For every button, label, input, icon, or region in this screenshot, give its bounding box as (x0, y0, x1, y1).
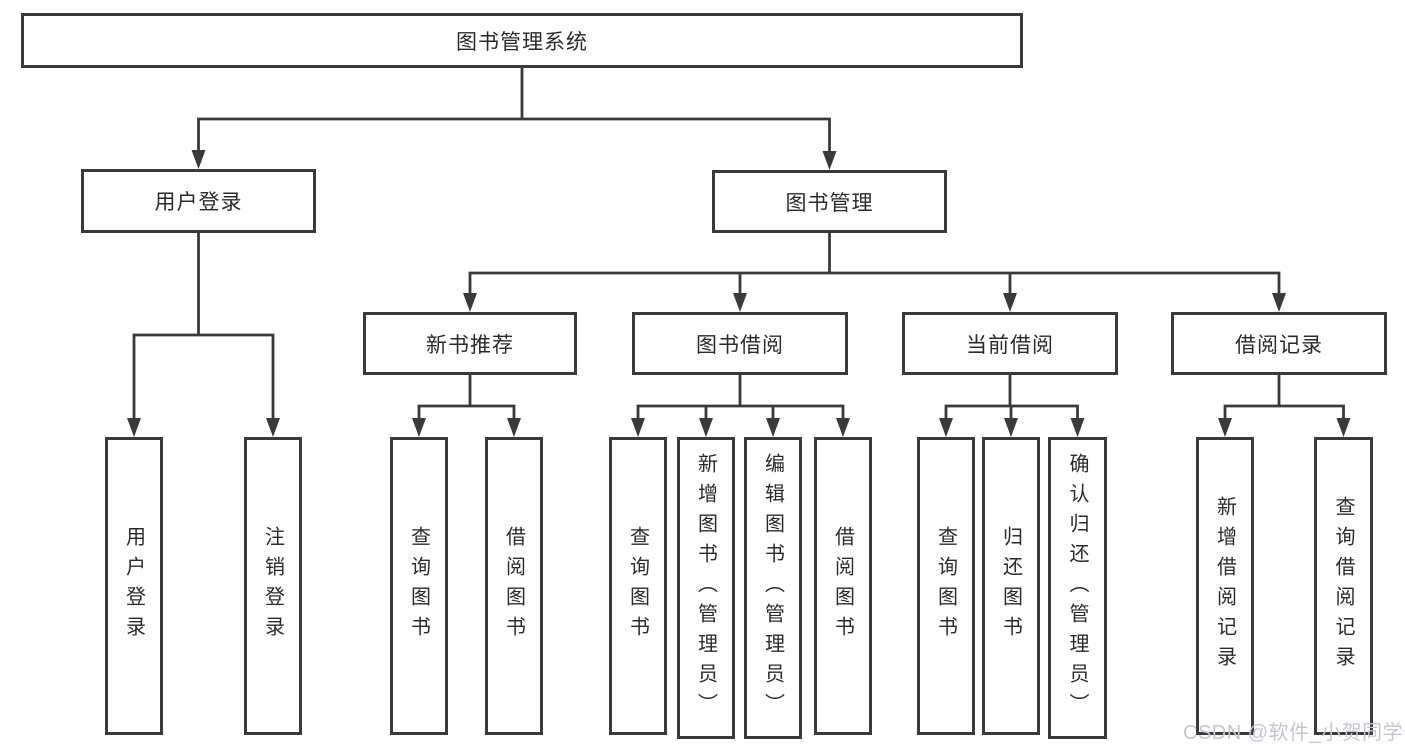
connector-path (132, 66, 1345, 424)
arrowhead-icon (836, 418, 850, 437)
node-book-mgmt: 图书管理 (712, 170, 947, 233)
arrowhead-icon (463, 293, 477, 312)
node-current-borrow: 当前借阅 (902, 312, 1118, 375)
arrowhead-icon (1218, 418, 1232, 437)
arrowhead-icon (939, 418, 953, 437)
node-new-book-rec: 新书推荐 (363, 312, 577, 375)
arrowhead-icon (127, 418, 141, 437)
node-login: 用户登录 (105, 437, 163, 735)
arrowhead-icon (412, 418, 426, 437)
arrowhead-icon (1272, 293, 1286, 312)
arrowhead-icon (733, 293, 747, 312)
node-logout: 注销登录 (244, 437, 302, 735)
node-query-books-3: 查询图书 (917, 437, 975, 735)
node-confirm-return: 确认归还（管理员） (1048, 437, 1107, 739)
node-edit-books: 编辑图书（管理员） (744, 437, 802, 739)
arrowhead-icon (1070, 418, 1085, 437)
arrowhead-icon (266, 418, 280, 437)
node-add-borrow-record: 新增借阅记录 (1196, 437, 1254, 735)
arrowhead-icon (766, 418, 780, 437)
arrowhead-icon (631, 418, 645, 437)
arrowhead-icon (191, 150, 206, 169)
node-borrow-books-2: 借阅图书 (814, 437, 872, 735)
arrowhead-icon (822, 151, 837, 170)
node-borrow-records: 借阅记录 (1171, 312, 1387, 375)
node-borrow-books-1: 借阅图书 (485, 437, 543, 735)
arrowhead-icon (1004, 418, 1018, 437)
node-user-login: 用户登录 (81, 169, 316, 233)
node-query-books-1: 查询图书 (390, 437, 448, 735)
node-query-borrow-record: 查询借阅记录 (1314, 437, 1373, 735)
arrowhead-icon (507, 418, 521, 437)
arrowhead-icon (1336, 418, 1351, 437)
watermark: CSDN @软件_小贺同学 (1183, 722, 1404, 744)
node-return-books: 归还图书 (982, 437, 1040, 735)
arrowhead-icon (699, 418, 713, 437)
node-add-books: 新增图书（管理员） (677, 437, 735, 739)
node-root: 图书管理系统 (21, 13, 1023, 68)
node-query-books-2: 查询图书 (609, 437, 667, 735)
node-book-borrow: 图书借阅 (632, 312, 848, 375)
arrowhead-icon (1003, 293, 1017, 312)
